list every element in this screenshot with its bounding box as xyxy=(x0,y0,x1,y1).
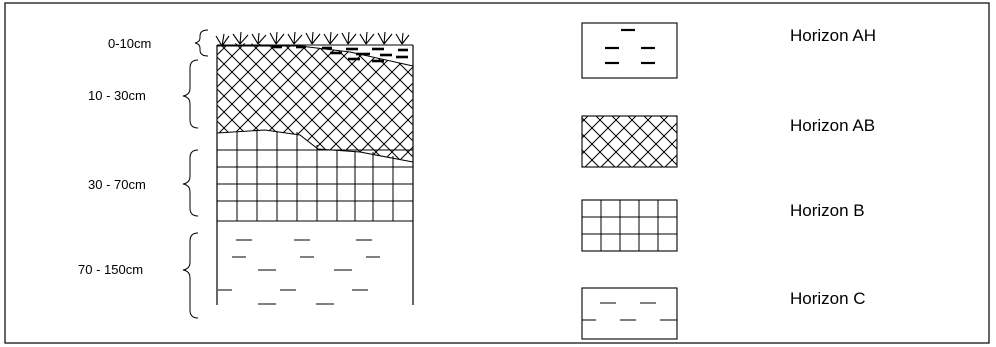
legend-item-horizon-ab: Horizon AB xyxy=(582,116,875,167)
legend-item-horizon-ah: Horizon AH xyxy=(582,23,876,78)
brace-10-30 xyxy=(183,60,198,128)
legend-swatch-c xyxy=(582,288,677,339)
legend-swatch-ah xyxy=(582,23,677,78)
depth-label-70-150: 70 - 150cm xyxy=(78,262,143,277)
legend-swatch-b xyxy=(582,200,677,251)
legend-swatch-ab xyxy=(582,116,677,167)
soil-column xyxy=(216,32,413,305)
depth-label-30-70: 30 - 70cm xyxy=(88,177,146,192)
depth-label-10-30: 10 - 30cm xyxy=(88,88,146,103)
brace-0-10 xyxy=(195,30,208,56)
legend-label-ah: Horizon AH xyxy=(790,26,876,45)
legend-label-b: Horizon B xyxy=(790,201,865,220)
legend-item-horizon-b: Horizon B xyxy=(582,200,865,251)
legend-item-horizon-c: Horizon C xyxy=(582,288,866,339)
depth-scale: 0-10cm 10 - 30cm 30 - 70cm 70 - 150cm xyxy=(78,30,208,318)
horizon-c-fill xyxy=(218,240,380,304)
legend: Horizon AH Horizon AB Horizon B xyxy=(582,23,876,339)
legend-label-c: Horizon C xyxy=(790,289,866,308)
brace-30-70 xyxy=(183,150,198,216)
brace-70-150 xyxy=(183,233,198,318)
legend-label-ab: Horizon AB xyxy=(790,116,875,135)
depth-label-0-10: 0-10cm xyxy=(108,36,151,51)
